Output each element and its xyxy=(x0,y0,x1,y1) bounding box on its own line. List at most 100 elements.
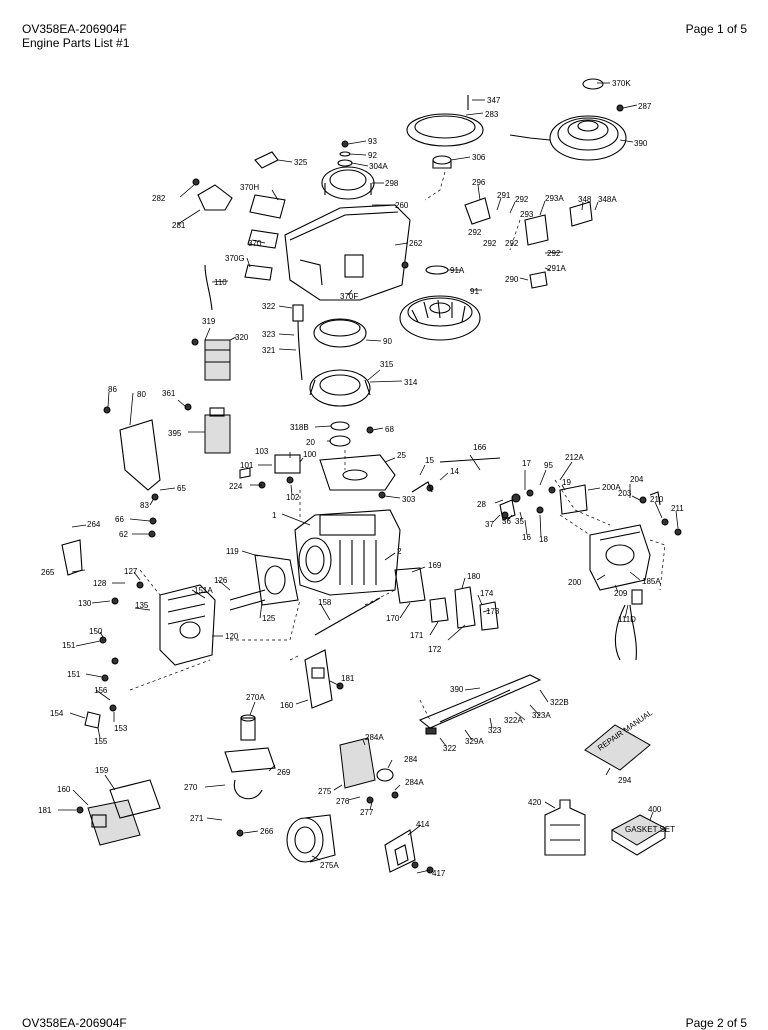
air-cleaner xyxy=(286,814,336,863)
callout-p292c: 292 xyxy=(505,239,519,248)
decal-370h xyxy=(249,194,286,219)
carburetor-gaskets xyxy=(394,567,499,631)
callout-p2: 2 xyxy=(397,547,402,556)
callout-p294: 294 xyxy=(618,776,632,785)
callout-p90: 90 xyxy=(383,337,392,346)
callout-p400: 400 xyxy=(648,805,662,814)
callout-p269: 269 xyxy=(277,768,291,777)
page-header-left: OV358EA-206904F Engine Parts List #1 xyxy=(22,22,129,50)
footer-model-number: OV358EA-206904F xyxy=(22,1016,127,1030)
callout-p281: 281 xyxy=(172,221,186,230)
callout-p370G: 370G xyxy=(225,254,245,263)
callout-p296: 296 xyxy=(472,178,486,187)
callout-p284Ab: 284A xyxy=(405,778,424,787)
callout-p120: 120 xyxy=(225,632,239,641)
callout-p322A: 322A xyxy=(504,716,523,725)
callout-p370: 370 xyxy=(248,239,262,248)
callout-p275: 275 xyxy=(318,787,332,796)
callout-p270A: 270A xyxy=(246,693,265,702)
callout-p395: 395 xyxy=(168,429,182,438)
rectifier xyxy=(274,454,301,474)
callout-p270: 270 xyxy=(184,783,198,792)
callout-p417: 417 xyxy=(432,869,446,878)
callout-p125: 125 xyxy=(262,614,276,623)
rewind-starter xyxy=(509,115,627,161)
callout-p15: 15 xyxy=(425,456,434,465)
engine-block xyxy=(294,509,401,596)
wire-110 xyxy=(204,264,213,311)
callout-p262: 262 xyxy=(409,239,423,248)
callout-p150: 150 xyxy=(89,627,103,636)
part-281 xyxy=(197,184,233,211)
callout-p20: 20 xyxy=(306,438,315,447)
callout-p298: 298 xyxy=(385,179,399,188)
callout-p180: 180 xyxy=(467,572,481,581)
callout-p103: 103 xyxy=(255,447,269,456)
callout-p271: 271 xyxy=(190,814,204,823)
callout-p292c: 292 xyxy=(483,239,497,248)
callout-p370F: 370F xyxy=(340,292,358,301)
callout-p158: 158 xyxy=(318,598,332,607)
bracket-80 xyxy=(119,419,161,491)
callout-p290: 290 xyxy=(505,275,519,284)
starter-cap xyxy=(582,78,604,90)
callout-p291: 291 xyxy=(497,191,511,200)
model-number: OV358EA-206904F xyxy=(22,22,127,36)
voltage-regulator xyxy=(204,339,231,381)
callout-p265: 265 xyxy=(41,568,55,577)
callout-p304A: 304A xyxy=(369,162,388,171)
callout-p127: 127 xyxy=(124,567,138,576)
callout-p293: 293 xyxy=(520,210,534,219)
callout-p16: 16 xyxy=(522,533,531,542)
callout-p322b: 322 xyxy=(443,744,457,753)
callout-p110: 110 xyxy=(214,278,227,287)
callout-p160b: 160 xyxy=(57,785,71,794)
callout-p181: 181 xyxy=(341,674,355,683)
callout-p159: 159 xyxy=(95,766,109,775)
callout-p172: 172 xyxy=(428,645,442,654)
callout-p135: 135 xyxy=(135,601,149,610)
governor-assembly xyxy=(339,737,394,789)
callout-p151b: 151 xyxy=(67,670,81,679)
callout-p276: 276 xyxy=(336,797,350,806)
callout-p166: 166 xyxy=(473,443,487,452)
callout-p264: 264 xyxy=(87,520,101,529)
repair-manual: REPAIR MANUAL xyxy=(584,708,655,771)
gasket-set-text: GASKET SET xyxy=(625,825,675,834)
callout-p160: 160 xyxy=(280,701,294,710)
callout-p203: 203 xyxy=(618,489,632,498)
callout-p293A: 293A xyxy=(545,194,564,203)
callout-p200A: 200A xyxy=(602,483,621,492)
bracket-200a xyxy=(559,484,588,515)
callout-p306: 306 xyxy=(472,153,486,162)
page-number: Page 1 of 5 xyxy=(685,22,747,36)
callout-p91A: 91A xyxy=(450,266,465,275)
callout-p66: 66 xyxy=(115,515,124,524)
callout-p277: 277 xyxy=(360,808,374,817)
head-bolts xyxy=(229,589,266,611)
bracket-414 xyxy=(384,829,416,873)
flywheel-washer xyxy=(425,265,449,275)
callout-p211: 211 xyxy=(671,504,684,513)
callout-p348: 348 xyxy=(578,195,592,204)
breather-cover xyxy=(304,649,333,709)
callout-p292d: 292 xyxy=(547,249,561,258)
ignition-module xyxy=(309,369,371,407)
callout-p93: 93 xyxy=(368,137,377,146)
callout-p348A: 348A xyxy=(598,195,617,204)
callout-p86: 86 xyxy=(108,385,117,394)
footer-page-number: Page 2 of 5 xyxy=(685,1016,747,1030)
callout-p209: 209 xyxy=(614,589,628,598)
callout-p204: 204 xyxy=(630,475,644,484)
callout-p420: 420 xyxy=(528,798,542,807)
callout-p322: 322 xyxy=(262,302,276,311)
speed-control-assembly xyxy=(418,674,542,735)
muffler xyxy=(87,779,161,846)
wiring-harness xyxy=(614,589,643,661)
callout-p153: 153 xyxy=(114,724,128,733)
page-subtitle: Engine Parts List #1 xyxy=(22,36,130,50)
callout-p173: 173 xyxy=(486,607,500,616)
intake-tube xyxy=(224,714,276,800)
callout-p319: 319 xyxy=(202,317,216,326)
callout-p287: 287 xyxy=(638,102,652,111)
